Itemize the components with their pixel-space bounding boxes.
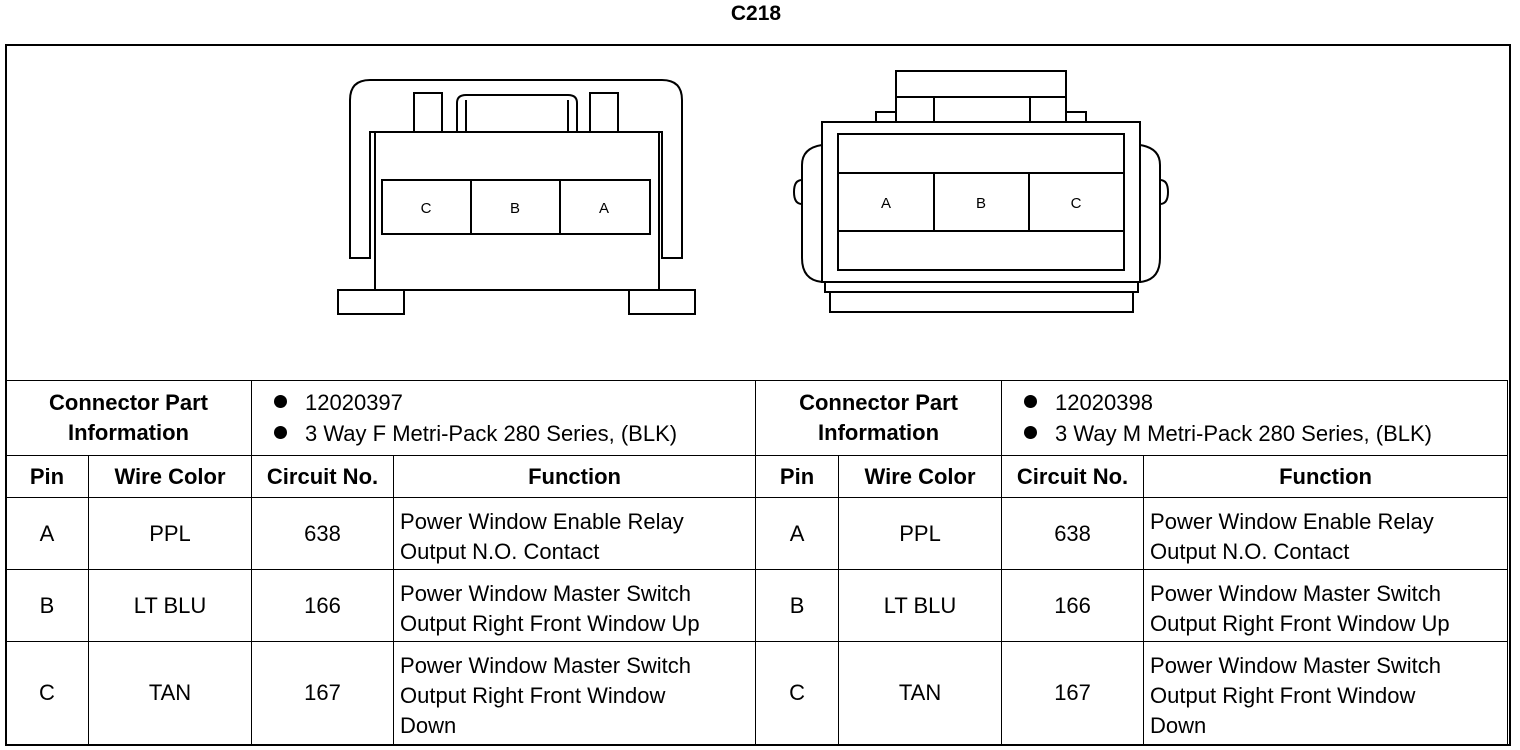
female-cavity-label: A <box>599 200 609 217</box>
circuit-cell: 167 <box>1001 641 1145 745</box>
pin-cell: A <box>755 497 840 570</box>
wire-color-cell: PPL <box>87 497 253 570</box>
bullet-icon <box>1024 395 1038 408</box>
wire-color-cell: TAN <box>87 641 253 745</box>
column-header: Circuit No. <box>251 455 395 498</box>
male-cavity-label: A <box>881 195 891 212</box>
column-header-row: Pin Wire Color Circuit No. Function Pin … <box>5 455 1509 498</box>
column-header: Wire Color <box>838 455 1003 498</box>
column-header: Wire Color <box>87 455 253 498</box>
pin-cell: B <box>755 569 840 642</box>
male-connector-drawing <box>792 70 1170 313</box>
column-header: Function <box>393 455 757 498</box>
pinout-table: Connector Part Information 12020397 3 Wa… <box>4 380 1509 745</box>
pin-cell: C <box>755 641 840 745</box>
wire-color-cell: LT BLU <box>87 569 253 642</box>
female-cavity-label: B <box>510 200 520 217</box>
connector-views: C B A A B C <box>337 70 1170 315</box>
column-header: Pin <box>755 455 840 498</box>
circuit-cell: 166 <box>1001 569 1145 642</box>
connector-part-info: 12020397 3 Way F Metri-Pack 280 Series, … <box>251 380 757 456</box>
wire-color-cell: LT BLU <box>838 569 1003 642</box>
column-header: Function <box>1143 455 1509 498</box>
connector-part-label: Connector Part Information <box>4 380 253 456</box>
column-header: Pin <box>5 455 89 498</box>
female-cavity-label: C <box>421 200 432 217</box>
bullet-icon <box>274 395 288 408</box>
wire-color-cell: PPL <box>838 497 1003 570</box>
connector-part-info: 12020398 3 Way M Metri-Pack 280 Series, … <box>1001 380 1509 456</box>
circuit-cell: 166 <box>251 569 395 642</box>
pin-cell: A <box>5 497 89 570</box>
wire-color-cell: TAN <box>838 641 1003 745</box>
bullet-icon <box>274 426 288 439</box>
male-cavity-label: C <box>1071 195 1082 212</box>
circuit-cell: 167 <box>251 641 395 745</box>
column-header: Circuit No. <box>1001 455 1145 498</box>
female-connector-drawing <box>337 79 696 315</box>
male-cavity-label: B <box>976 195 986 212</box>
bullet-icon <box>1024 426 1038 439</box>
pin-cell: C <box>5 641 89 745</box>
circuit-cell: 638 <box>1001 497 1145 570</box>
connector-title: C218 <box>730 2 782 25</box>
connector-part-label: Connector Part Information <box>755 380 1003 456</box>
pin-cell: B <box>5 569 89 642</box>
connector-info-row: Connector Part Information 12020397 3 Wa… <box>4 380 1509 456</box>
circuit-cell: 638 <box>251 497 395 570</box>
